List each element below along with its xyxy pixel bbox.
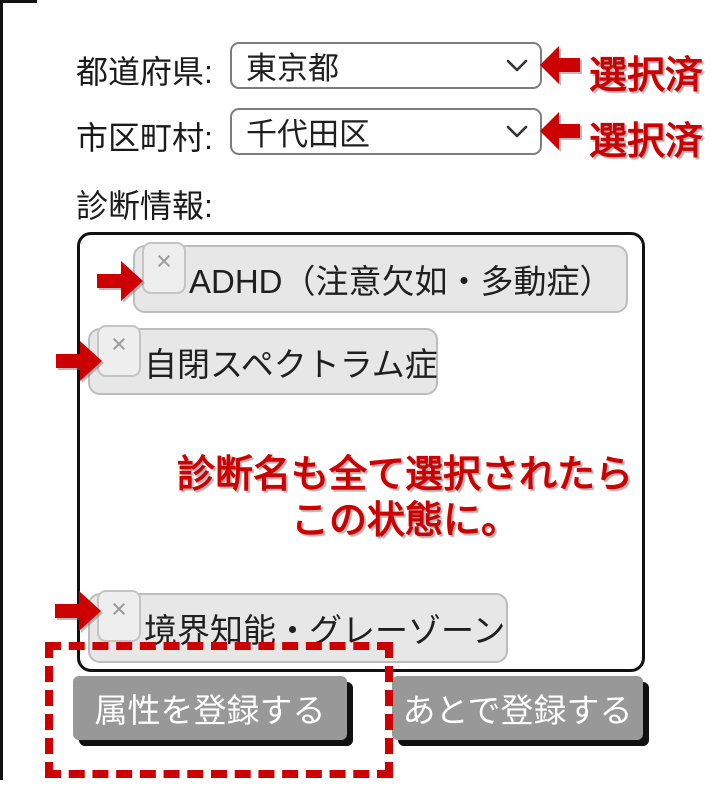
window-border-top (0, 0, 37, 3)
window-border-left (0, 0, 3, 780)
prefecture-select[interactable]: 東京都 (230, 42, 542, 89)
chevron-down-icon (506, 125, 528, 137)
prefecture-label: 都道府県: (76, 54, 213, 90)
close-icon[interactable]: × (97, 590, 141, 642)
diagnosis-chip-asd: × 自閉スペクトラム症 (88, 325, 438, 395)
arrow-right-icon (97, 261, 143, 301)
chevron-down-icon (506, 59, 528, 71)
arrow-right-icon (56, 341, 102, 381)
close-icon[interactable]: × (97, 325, 141, 377)
register-later-button[interactable]: あとで登録する (392, 676, 643, 740)
annotation-note-line2: この状態に。 (290, 500, 519, 542)
arrow-left-icon (540, 112, 580, 150)
annotation-note-line1: 診断名も全て選択されたら (176, 454, 633, 496)
chip-label: ADHD（注意欠如・多動症） (189, 263, 613, 300)
city-selected-value: 千代田区 (246, 117, 370, 152)
diagnosis-chip-borderline: × 境界知能・グレーゾーン (88, 590, 508, 663)
register-attributes-button[interactable]: 属性を登録する (73, 676, 347, 740)
city-select[interactable]: 千代田区 (230, 108, 542, 155)
prefecture-selected-value: 東京都 (246, 51, 339, 86)
city-status-annotation: 選択済 (589, 121, 704, 163)
close-icon[interactable]: × (142, 242, 186, 294)
chip-label: 自閉スペクトラム症 (144, 345, 438, 383)
arrow-right-icon (55, 591, 101, 631)
prefecture-status-annotation: 選択済 (589, 55, 704, 97)
arrow-left-icon (540, 46, 580, 84)
diagnosis-chip-adhd: × ADHD（注意欠如・多動症） (133, 242, 628, 313)
annotation-note: 診断名も全て選択されたら この状態に。 (150, 452, 660, 544)
city-label: 市区町村: (76, 120, 213, 156)
chip-label: 境界知能・グレーゾーン (144, 612, 506, 649)
diagnosis-label: 診断情報: (76, 188, 213, 224)
